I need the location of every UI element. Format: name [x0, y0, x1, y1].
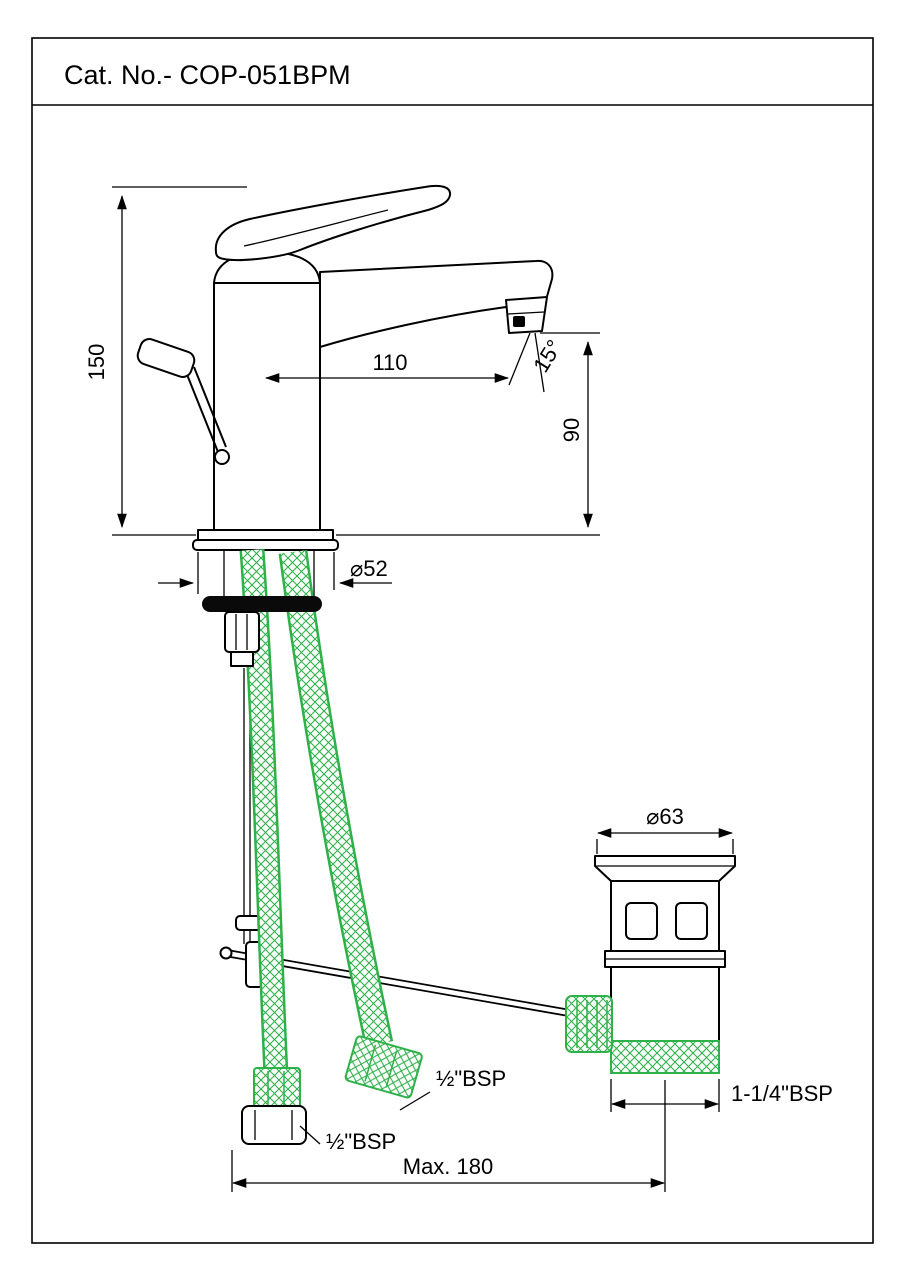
aerator	[505, 296, 548, 334]
pop-up-waste-assembly	[565, 855, 736, 1074]
base-flange-bottom	[192, 539, 339, 551]
hose-hex-nut-left	[241, 1105, 307, 1145]
side-lever-knob	[136, 338, 196, 378]
mounting-nut	[224, 611, 260, 653]
mounting-collar	[230, 651, 254, 667]
waste-window-right	[675, 902, 708, 940]
flexible-hose-right	[278, 550, 394, 1048]
dimension-bsp-left: ½"BSP	[299, 1125, 396, 1154]
dimension-110: 110	[264, 350, 510, 383]
faucet-column	[213, 282, 321, 531]
rod-knob	[565, 995, 613, 1053]
dimension-bsp-right: ½"BSP	[399, 1066, 506, 1111]
dim-label-base-dia: ⌀52	[350, 556, 388, 581]
dim-label-flange-dia: ⌀63	[646, 804, 684, 829]
dimension-dia63: ⌀63	[596, 804, 734, 854]
rubber-seal-ring	[202, 596, 322, 612]
waste-window-left	[625, 902, 658, 940]
mounting-hardware	[224, 611, 260, 667]
dim-label-max-reach: Max. 180	[403, 1154, 494, 1179]
dimension-150: 150	[84, 186, 247, 536]
dim-label-bsp-left: ½"BSP	[326, 1129, 396, 1154]
dim-label-outlet-height: 90	[559, 418, 584, 442]
faucet-spout	[319, 259, 554, 348]
lever-handle	[214, 184, 452, 261]
dim-label-height: 150	[84, 344, 109, 381]
faucet-body	[192, 184, 554, 596]
dimension-dia52: ⌀52	[158, 552, 392, 594]
dimension-bsp-drain: 1-1/4"BSP	[610, 1079, 833, 1112]
side-lever	[136, 338, 230, 465]
dim-label-bsp-drain: 1-1/4"BSP	[731, 1081, 833, 1106]
waste-thread	[610, 1040, 720, 1074]
dimension-max180: Max. 180	[231, 1080, 666, 1192]
hose-nut-right	[344, 1035, 423, 1099]
waste-flange	[594, 855, 736, 882]
aerator-outlet	[513, 316, 525, 327]
catalogue-number: Cat. No.- COP-051BPM	[64, 60, 351, 90]
page-frame	[31, 37, 874, 1244]
base-flange-top	[197, 529, 334, 541]
waste-lower-body	[610, 966, 720, 1042]
dim-label-reach: 110	[372, 350, 407, 375]
dim-label-bsp-right: ½"BSP	[436, 1066, 506, 1091]
rod-joint	[214, 449, 230, 465]
rod-ball-end	[219, 946, 233, 960]
lever-highlight	[243, 209, 389, 247]
hose-nut-left	[241, 1067, 307, 1145]
dimension-90: 90	[336, 332, 600, 536]
